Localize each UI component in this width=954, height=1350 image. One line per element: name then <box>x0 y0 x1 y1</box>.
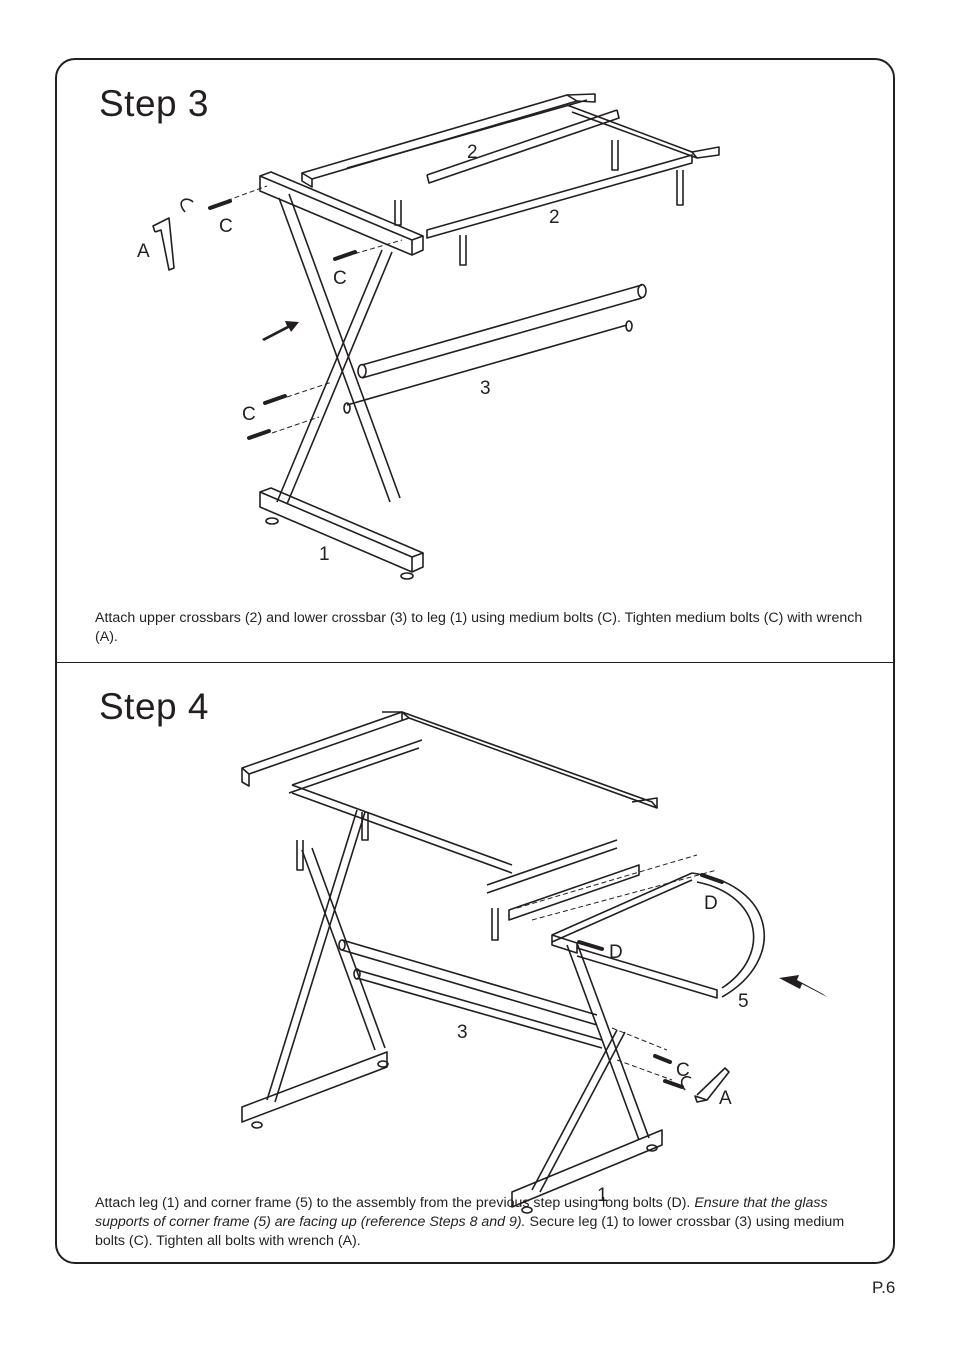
step-3-bolt-label-c-lower: C <box>242 404 256 425</box>
step-4-caption-italic: Ensure that the glass supports of corner… <box>95 1195 828 1230</box>
instruction-frame: Step 3 <box>55 58 895 1264</box>
step-4-title: Step 4 <box>99 686 209 727</box>
step-4-part-label-1: 1 <box>597 1185 608 1206</box>
step-3-tool-label-a: A <box>137 241 150 262</box>
step-3-bolt-label-c-mid: C <box>333 268 347 289</box>
step-4-tool-label-a: A <box>719 1088 732 1109</box>
step-4-part-label-3: 3 <box>457 1022 468 1043</box>
step-4-caption-part-1: Attach leg (1) and corner frame (5) to t… <box>95 1195 695 1211</box>
step-4-bolt-label-d-mid: D <box>609 942 623 963</box>
step-3-part-label-1: 1 <box>319 544 330 565</box>
step-4-part-label-5: 5 <box>738 991 749 1012</box>
step-4-caption: Attach leg (1) and corner frame (5) to t… <box>95 1194 865 1251</box>
step-4-caption-part-2: Secure leg (1) to lower crossbar (3) usi… <box>95 1214 845 1249</box>
step-3-title: Step 3 <box>99 83 209 124</box>
step-3-illustration: 2 2 3 1 A C C C <box>137 93 720 580</box>
step-3-bolt-label-c-top: C <box>219 216 233 237</box>
step-3-part-label-3: 3 <box>480 378 491 399</box>
step-4-bolt-label-c: C <box>676 1060 690 1081</box>
step-3-part-label-2b: 2 <box>549 207 560 228</box>
step-4-illustration: D D 5 3 C A 1 <box>241 711 827 1214</box>
step-3-part-label-2a: 2 <box>467 142 478 163</box>
step-4-bolt-label-d-top: D <box>704 893 718 914</box>
step-divider <box>57 662 893 663</box>
step-3-caption: Attach upper crossbars (2) and lower cro… <box>95 610 863 645</box>
page-number: P.6 <box>872 1278 896 1297</box>
